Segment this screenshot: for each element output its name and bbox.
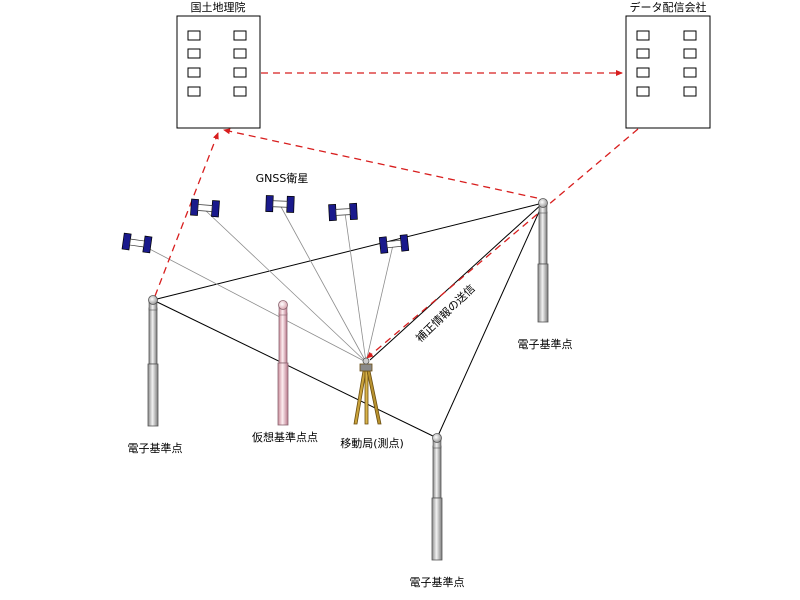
virtual-point-label: 仮想基準点点: [252, 430, 318, 444]
gsi-label: 国土地理院: [191, 0, 246, 14]
distributor-label: データ配信会社: [630, 0, 707, 14]
satellite-icon: [328, 202, 358, 222]
rover-label: 移動局(測点): [340, 436, 404, 450]
satellite-icon: [265, 195, 295, 213]
station-left-label: 電子基準点: [128, 441, 183, 455]
reference-station-bottom: [431, 433, 443, 561]
station-bottom-label: 電子基準点: [410, 575, 465, 589]
reference-station-right: [537, 198, 549, 323]
satellite-icon: [190, 198, 220, 218]
distributor-building: [625, 15, 711, 129]
baseline-network: [152, 202, 544, 439]
satellite-icon: [121, 232, 153, 254]
rover-tripod-icon: [353, 357, 382, 425]
data-flow-arrows: [154, 70, 639, 359]
satellite-signals: [139, 204, 394, 363]
gnss-satellites: [121, 195, 410, 254]
gsi-building: [176, 15, 261, 129]
virtual-reference-point: [277, 300, 289, 426]
reference-station-left: [147, 295, 159, 427]
gnss-label: GNSS衛星: [256, 172, 309, 185]
arrow-leftstation-to-gsi: [154, 132, 219, 297]
station-right-label: 電子基準点: [518, 337, 573, 351]
satellite-icon: [378, 234, 410, 254]
gsi-windows: [187, 30, 247, 97]
transmit-label: 補正情報の送信: [413, 281, 478, 345]
distributor-windows: [636, 30, 697, 97]
arrow-station-to-gsi: [223, 128, 538, 199]
